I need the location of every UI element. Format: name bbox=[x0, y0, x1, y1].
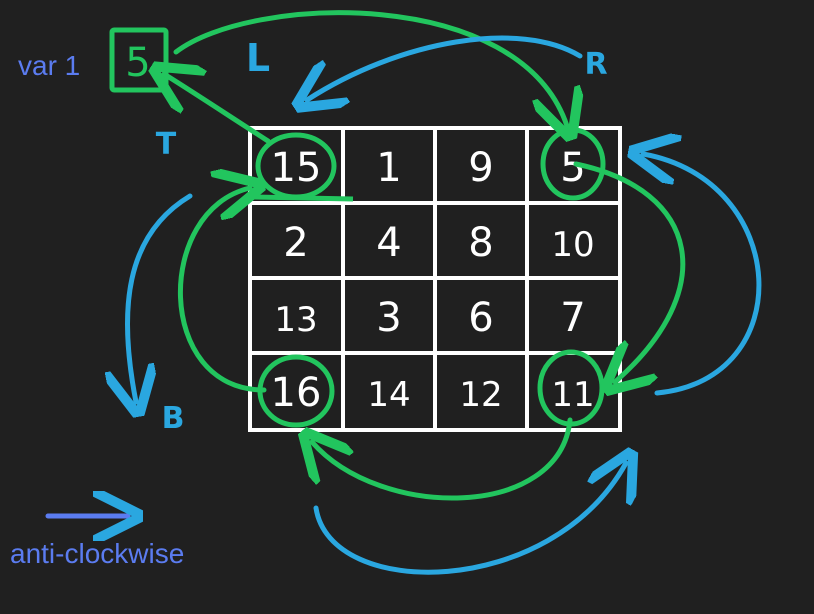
direction-label: anti-clockwise bbox=[10, 538, 185, 569]
cell-0-0: 15 bbox=[271, 145, 322, 191]
cell-2-2: 6 bbox=[468, 295, 493, 341]
temp-box: 5 bbox=[109, 27, 169, 93]
label-right: R bbox=[584, 47, 607, 82]
cell-0-3: 5 bbox=[560, 145, 585, 191]
cell-1-2: 8 bbox=[468, 220, 493, 266]
cell-0-2: 9 bbox=[468, 145, 493, 191]
cell-1-3: 10 bbox=[551, 225, 594, 265]
cell-0-1: 1 bbox=[376, 145, 401, 191]
cell-2-1: 3 bbox=[376, 295, 401, 341]
cell-2-0: 13 bbox=[274, 300, 317, 340]
cell-3-0: 16 bbox=[271, 370, 322, 416]
direction-letters: L R T B bbox=[156, 36, 608, 436]
cell-1-1: 4 bbox=[376, 220, 401, 266]
cell-3-2: 12 bbox=[459, 375, 502, 415]
label-top: T bbox=[156, 127, 177, 162]
cell-2-3: 7 bbox=[560, 295, 585, 341]
temp-value: 5 bbox=[125, 40, 150, 86]
cell-3-3: 11 bbox=[551, 375, 594, 415]
label-left: L bbox=[246, 36, 270, 80]
var-label: var 1 bbox=[18, 50, 81, 81]
cell-3-1: 14 bbox=[367, 375, 410, 415]
cell-1-0: 2 bbox=[283, 220, 308, 266]
matrix-values: 15 1 9 5 2 4 8 10 13 3 6 7 16 14 12 11 bbox=[271, 145, 595, 416]
label-bottom: B bbox=[162, 401, 185, 436]
matrix-grid bbox=[248, 126, 622, 432]
blue-direction-arrows bbox=[45, 35, 762, 575]
green-swap-arrows bbox=[164, 10, 686, 501]
